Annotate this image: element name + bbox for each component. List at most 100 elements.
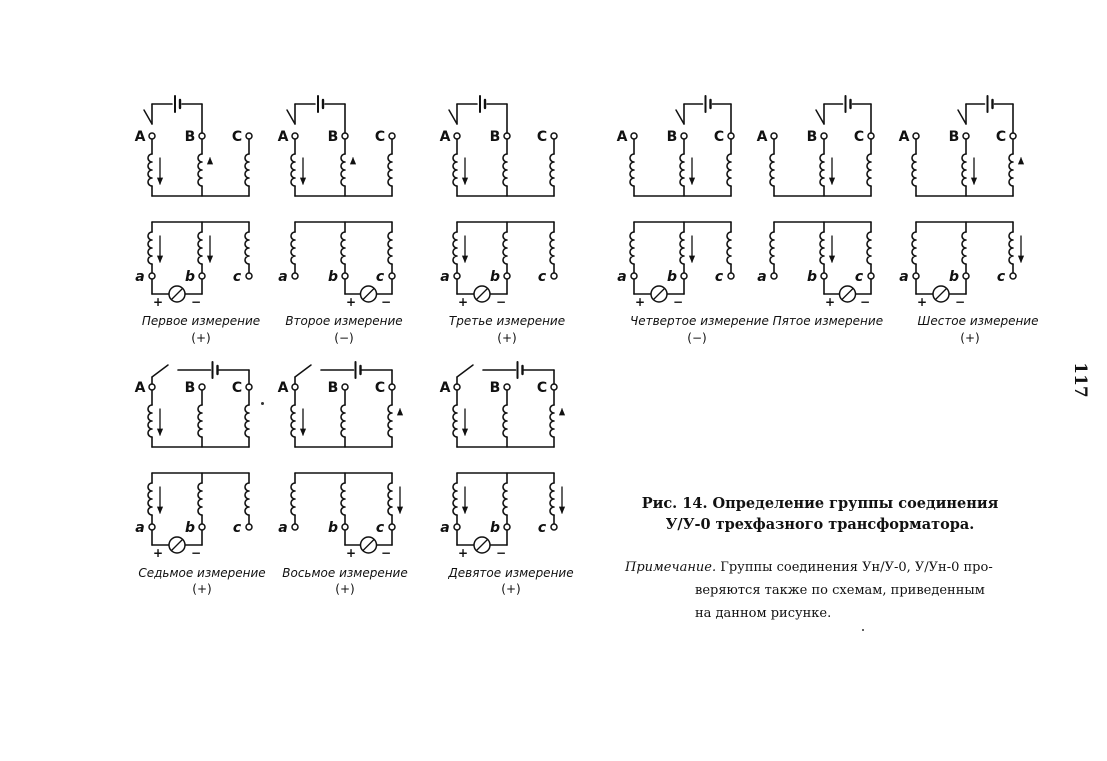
switch-icon — [815, 109, 825, 125]
secondary-terminal-b — [820, 272, 828, 280]
secondary-coil-icon — [244, 231, 250, 265]
secondary-terminal-a — [148, 523, 156, 531]
scan-speck — [261, 402, 264, 405]
primary-label-C: C — [232, 129, 242, 145]
primary-coil-icon — [147, 153, 153, 187]
primary-coil-icon — [1008, 153, 1014, 187]
secondary-terminal-b — [680, 272, 688, 280]
primary-label-B: B — [490, 380, 501, 396]
secondary-coil-icon — [502, 482, 508, 516]
figure-title: Рис. 14. Определение группы соединения У… — [620, 493, 1020, 535]
secondary-label-c: c — [376, 269, 385, 285]
primary-label-B: B — [490, 129, 501, 145]
sign-measurement-7: (+) — [192, 582, 212, 596]
figure-title-line-2: У/У-0 трехфазного трансформатора. — [665, 516, 975, 533]
primary-terminal-C — [388, 383, 396, 391]
switch-icon — [957, 109, 967, 125]
primary-arrow-icon — [688, 177, 696, 186]
secondary-coil-icon — [549, 482, 555, 516]
sign-measurement-2: (−) — [334, 331, 354, 345]
secondary-terminal-b — [198, 523, 206, 531]
primary-terminal-A — [453, 383, 461, 391]
secondary-coil-icon — [452, 482, 458, 516]
sign-measurement-1: (+) — [191, 331, 211, 345]
polarity-minus: − — [381, 295, 391, 309]
secondary-arrow-icon — [156, 506, 164, 515]
voltmeter-icon-needle — [362, 288, 375, 300]
secondary-label-a: a — [757, 269, 766, 285]
primary-coil-icon — [244, 404, 250, 438]
note-label: Примечание. — [625, 560, 717, 575]
sign-measurement-6: (+) — [960, 331, 980, 345]
polarity-plus: + — [153, 546, 163, 560]
secondary-label-c: c — [233, 269, 242, 285]
voltmeter-icon-needle — [171, 539, 183, 551]
secondary-terminal-b — [503, 272, 511, 280]
primary-terminal-A — [770, 132, 778, 140]
primary-arrow-icon — [828, 177, 836, 186]
secondary-terminal-b — [341, 272, 349, 280]
primary-coil-icon — [290, 153, 296, 187]
primary-label-C: C — [375, 129, 385, 145]
secondary-label-c: c — [538, 269, 547, 285]
secondary-label-c: c — [855, 269, 864, 285]
polarity-minus: − — [191, 546, 201, 560]
primary-terminal-B — [198, 132, 206, 140]
primary-coil-icon — [819, 153, 825, 187]
secondary-coil-icon — [387, 482, 393, 516]
primary-coil-icon — [147, 404, 153, 438]
polarity-minus: − — [673, 295, 683, 309]
secondary-coil-icon — [769, 231, 775, 265]
secondary-label-a: a — [899, 269, 908, 285]
secondary-coil-icon — [340, 231, 346, 265]
primary-arrow-icon — [558, 407, 566, 416]
secondary-arrow-icon — [688, 255, 696, 264]
switch-icon — [286, 109, 296, 125]
caption-measurement-8: Восьмое измерение — [282, 566, 408, 580]
secondary-label-c: c — [376, 520, 385, 536]
primary-label-C: C — [854, 129, 864, 145]
sign-measurement-3: (+) — [497, 331, 517, 345]
primary-arrow-icon — [299, 428, 307, 437]
secondary-terminal-c — [1009, 272, 1017, 280]
primary-coil-icon — [549, 153, 555, 187]
secondary-terminal-a — [291, 272, 299, 280]
secondary-label-c: c — [233, 520, 242, 536]
primary-coil-icon — [197, 404, 203, 438]
primary-coil-icon — [290, 404, 296, 438]
primary-label-C: C — [537, 380, 547, 396]
secondary-terminal-b — [198, 272, 206, 280]
primary-terminal-B — [198, 383, 206, 391]
primary-arrow-icon — [349, 156, 357, 165]
secondary-label-a: a — [135, 269, 144, 285]
secondary-terminal-c — [388, 523, 396, 531]
primary-label-B: B — [807, 129, 818, 145]
polarity-plus: + — [825, 295, 835, 309]
primary-coil-icon — [502, 153, 508, 187]
primary-coil-icon — [502, 404, 508, 438]
secondary-arrow-icon — [461, 506, 469, 515]
primary-terminal-C — [727, 132, 735, 140]
primary-coil-icon — [244, 153, 250, 187]
secondary-arrow-icon — [558, 506, 566, 515]
secondary-coil-icon — [244, 482, 250, 516]
primary-label-C: C — [714, 129, 724, 145]
secondary-terminal-a — [148, 272, 156, 280]
caption-measurement-6: Шестое измерение — [917, 314, 1039, 328]
switch-icon — [294, 364, 312, 378]
primary-terminal-C — [1009, 132, 1017, 140]
secondary-coil-icon — [387, 231, 393, 265]
secondary-label-b: b — [490, 520, 500, 536]
secondary-arrow-icon — [828, 255, 836, 264]
primary-arrow-icon — [461, 428, 469, 437]
secondary-coil-icon — [629, 231, 635, 265]
secondary-label-c: c — [538, 520, 547, 536]
primary-terminal-A — [291, 132, 299, 140]
primary-coil-icon — [726, 153, 732, 187]
secondary-coil-icon — [290, 482, 296, 516]
polarity-minus: − — [955, 295, 965, 309]
